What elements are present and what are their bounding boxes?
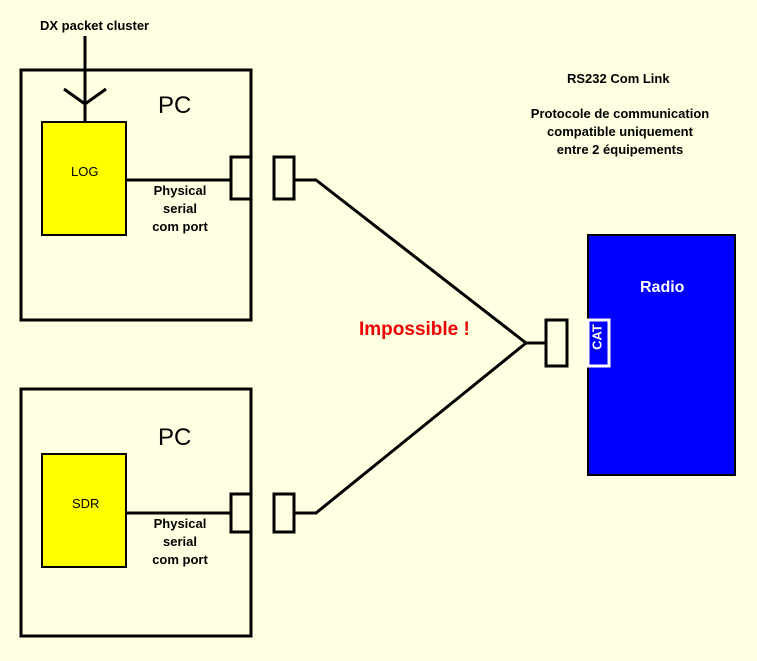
antenna-arrow-icon [63, 87, 107, 106]
protocol-note: Protocole de communication compatible un… [520, 105, 720, 159]
cable-top [294, 178, 527, 345]
protocol-note-line: Protocole de communication [530, 106, 710, 121]
port-label-line: com port [152, 552, 208, 567]
sdr-box [41, 453, 127, 568]
port-label-line: Physical [153, 183, 207, 198]
log-label: LOG [71, 164, 99, 179]
pc-bottom-port-label: Physical serial com port [140, 515, 220, 569]
sdr-label: SDR [72, 496, 100, 511]
port-label-line: serial [163, 534, 197, 549]
impossible-warning: Impossible ! [359, 319, 470, 340]
radio-side-connector [544, 318, 569, 368]
pc-bottom-label: PC [158, 424, 192, 451]
protocol-note-line: entre 2 équipements [556, 142, 684, 157]
cable-bottom-connector [272, 492, 296, 534]
rs232-title: RS232 Com Link [567, 71, 670, 86]
pc-top-port-label: Physical serial com port [140, 182, 220, 236]
port-label-line: serial [163, 201, 197, 216]
protocol-note-line: compatible uniquement [547, 124, 693, 139]
pc-bottom-port [229, 492, 253, 534]
pc-top-label: PC [158, 92, 192, 119]
cat-label: CAT [589, 324, 604, 350]
pc-top-port [229, 155, 253, 201]
port-label-line: Physical [153, 516, 207, 531]
cable-bottom [294, 341, 527, 515]
port-label-line: com port [152, 219, 208, 234]
radio-label: Radio [640, 279, 685, 296]
log-box [41, 121, 127, 236]
cable-top-connector [272, 155, 296, 201]
cat-port [586, 318, 611, 368]
dx-cluster-label: DX packet cluster [40, 18, 150, 33]
